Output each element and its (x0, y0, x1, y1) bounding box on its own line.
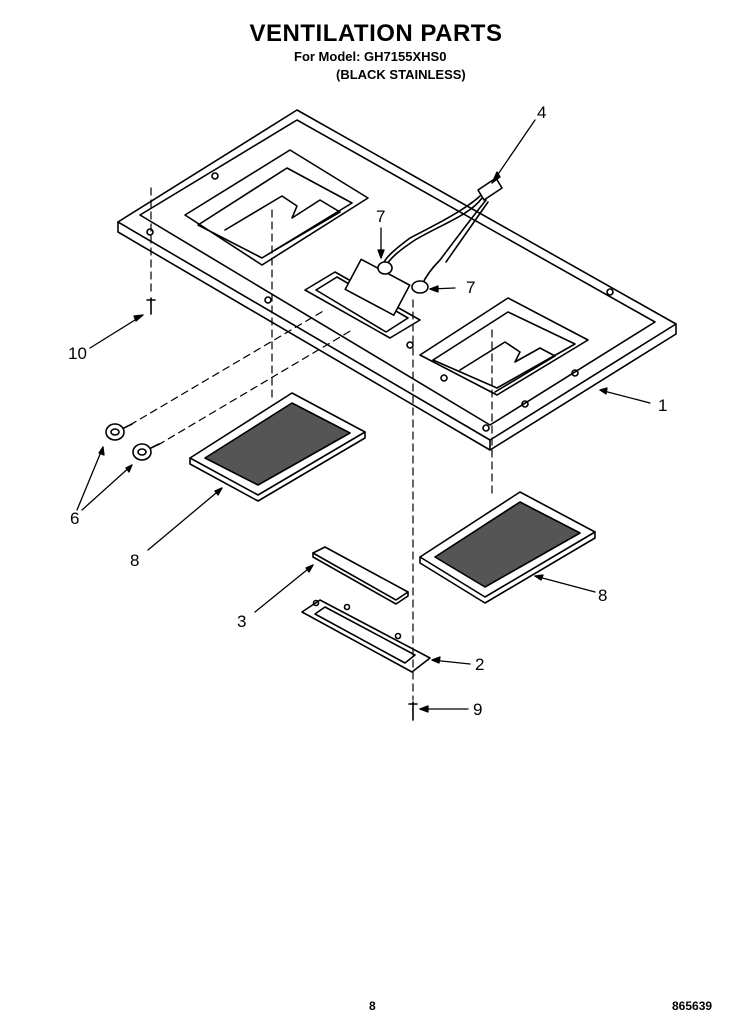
callout-9: 9 (473, 700, 483, 719)
callout-3: 3 (237, 612, 247, 631)
page-number: 8 (369, 999, 376, 1013)
document-number: 865639 (672, 999, 713, 1013)
light-lens (312, 546, 409, 605)
screw-9 (408, 701, 418, 721)
model-line: For Model: GH7155XHS0 (294, 49, 447, 64)
callout-6: 6 (70, 509, 80, 528)
callout-1: 1 (658, 396, 668, 415)
callout-7-upper: 7 (376, 207, 386, 226)
callout-8-left: 8 (130, 551, 140, 570)
vent-base-plate (117, 109, 677, 451)
variant-line: (BLACK STAINLESS) (336, 67, 466, 82)
grease-filter-right (419, 491, 596, 604)
light-frame (301, 599, 431, 673)
thumb-screw-upper (105, 423, 133, 441)
grease-filter-left (189, 392, 366, 502)
thumb-screw-lower (132, 443, 160, 461)
callout-7-lower: 7 (466, 278, 476, 297)
wire-harness (377, 177, 503, 294)
leader-lines (76, 119, 651, 713)
page-title: VENTILATION PARTS (249, 20, 503, 47)
alignment-lines (129, 187, 493, 701)
callout-10: 10 (68, 344, 87, 363)
callout-4: 4 (537, 103, 547, 122)
callout-2: 2 (475, 655, 485, 674)
callout-8-right: 8 (598, 586, 608, 605)
screw-10 (146, 297, 156, 315)
